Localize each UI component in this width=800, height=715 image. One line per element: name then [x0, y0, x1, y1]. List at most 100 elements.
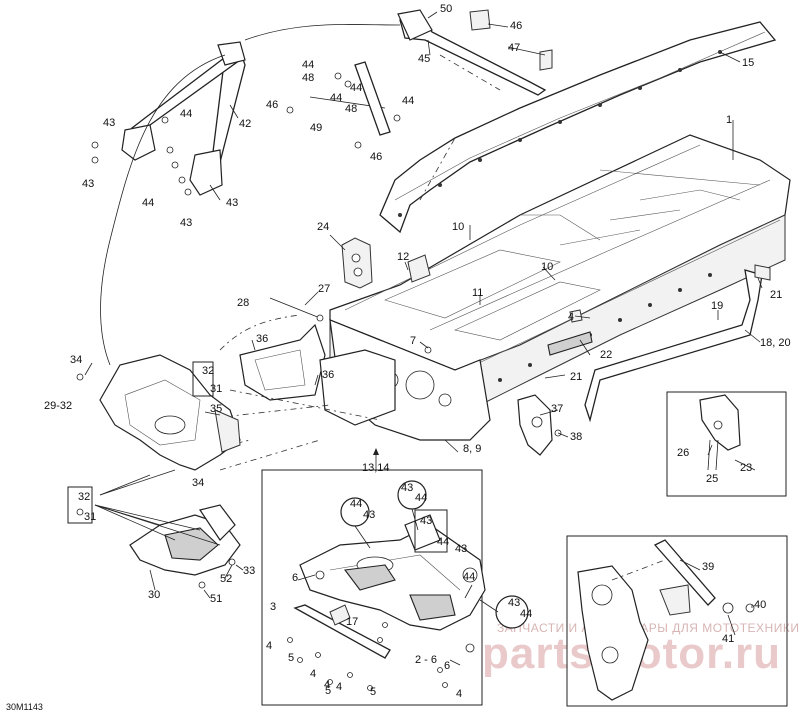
callout-c40: 40 [754, 599, 766, 611]
steering-support-assembly [91, 41, 246, 196]
callout-c43a: 43 [103, 117, 115, 129]
inset-box-bracket [666, 391, 787, 497]
callout-c21a: 21 [770, 289, 782, 301]
callout-c27: 27 [318, 283, 330, 295]
callout-c49: 49 [310, 122, 322, 134]
callout-c48a: 48 [302, 72, 314, 84]
callout-c32b: 32 [78, 491, 90, 503]
callout-c36a: 36 [256, 333, 268, 345]
inset-box-link [566, 535, 788, 707]
callout-c5b: 5 [325, 685, 331, 697]
callout-c7: 7 [410, 335, 416, 347]
diagram-id-label: 30M1143 [6, 702, 43, 712]
callout-c30: 30 [148, 589, 160, 601]
callout-c50: 50 [440, 3, 452, 15]
callout-box-31-32-upper [192, 361, 214, 397]
callout-c1314: 13,14 [362, 462, 390, 474]
inset-bracket-detail [699, 394, 741, 471]
callout-c51: 51 [210, 593, 222, 605]
callout-c46b: 46 [266, 99, 278, 111]
callout-c15: 15 [742, 57, 754, 69]
callout-c21b: 21 [570, 371, 582, 383]
callout-c31a: 31 [210, 383, 222, 395]
callout-c44k: 44 [520, 608, 532, 620]
front-bumper-bracket [76, 354, 241, 471]
watermark-tagline: ЗАПЧАСТИ И АКСЕССУАРЫ ДЛЯ МОТОТЕХНИКИ [497, 621, 799, 635]
callout-c22: 22 [600, 349, 612, 361]
callout-c4a: 4 [568, 311, 574, 323]
callout-c35: 35 [210, 403, 222, 415]
callout-c10b: 10 [541, 261, 553, 273]
callout-c6a: 6 [292, 572, 298, 584]
callout-c44a: 44 [302, 59, 314, 71]
callout-c44b: 44 [330, 92, 342, 104]
callout-c43e: 43 [363, 509, 375, 521]
callout-c11: 11 [472, 287, 483, 299]
callout-c5c: 5 [370, 686, 376, 698]
callout-c89: 8, 9 [463, 443, 481, 455]
callout-c25: 25 [706, 473, 718, 485]
lower-bracket-30 [76, 469, 241, 589]
callout-c52: 52 [220, 573, 232, 585]
callout-c37: 37 [551, 403, 563, 415]
callout-c32a: 32 [202, 365, 214, 377]
callout-c43g: 43 [420, 515, 432, 527]
callout-c4d: 4 [324, 679, 330, 691]
callout-c31b: 31 [84, 511, 96, 523]
callout-c4c: 4 [310, 668, 316, 680]
front-bulkhead-parts [239, 237, 593, 426]
callout-c4e: 4 [336, 681, 342, 693]
callout-c39: 39 [702, 561, 714, 573]
callout-c46a: 46 [510, 20, 522, 32]
callout-leaders [84, 11, 763, 666]
callout-c48b: 48 [345, 103, 357, 115]
callout-c44i: 44 [437, 536, 449, 548]
callout-c43i: 43 [508, 597, 520, 609]
callout-c38: 38 [570, 431, 582, 443]
callout-c45: 45 [418, 53, 430, 65]
callout-c34b: 34 [192, 477, 204, 489]
callout-c44h: 44 [415, 492, 427, 504]
callout-c42: 42 [239, 118, 251, 130]
callout-c33: 33 [243, 565, 255, 577]
callout-c5a: 5 [288, 652, 294, 664]
callout-c26: 26 [677, 447, 689, 459]
callout-c24: 24 [317, 221, 329, 233]
callout-c10a: 10 [452, 221, 464, 233]
callout-c4f: 4 [456, 688, 462, 700]
tunnel-frame [329, 21, 791, 441]
callout-c44g: 44 [350, 498, 362, 510]
callout-c44e: 44 [180, 108, 192, 120]
callout-c19: 19 [711, 300, 723, 312]
callout-c47: 47 [508, 42, 520, 54]
callout-c46c: 46 [370, 151, 382, 163]
callout-c23: 23 [740, 462, 752, 474]
callout-c43b: 43 [82, 178, 94, 190]
callout-box-31-32-lower [67, 486, 93, 524]
callout-c1820: 18, 20 [760, 337, 791, 349]
callout-c1: 1 [726, 114, 732, 126]
callout-c44j: 44 [463, 571, 475, 583]
callout-c28: 28 [237, 297, 249, 309]
callout-c36b: 36 [322, 369, 334, 381]
upper-steering-links [286, 9, 553, 149]
callout-c4b: 4 [266, 640, 272, 652]
callout-c44d: 44 [402, 95, 414, 107]
rear-bracket [517, 394, 562, 456]
callout-c17: 17 [346, 616, 358, 628]
callout-c43h: 43 [455, 543, 467, 555]
callout-c43c: 43 [226, 197, 238, 209]
callout-c44c: 44 [350, 82, 362, 94]
callout-c26b: 2 - 6 [415, 654, 437, 666]
callout-c2932: 29-32 [44, 400, 72, 412]
inset-suspension-frame [287, 480, 529, 691]
callout-c43f: 43 [401, 482, 413, 494]
callout-c12: 12 [397, 251, 409, 263]
callout-c43d: 43 [180, 217, 192, 229]
callout-c6b: 6 [444, 660, 450, 672]
callout-c44f: 44 [142, 197, 154, 209]
callout-c34a: 34 [70, 354, 82, 366]
callout-c3: 3 [270, 601, 276, 613]
